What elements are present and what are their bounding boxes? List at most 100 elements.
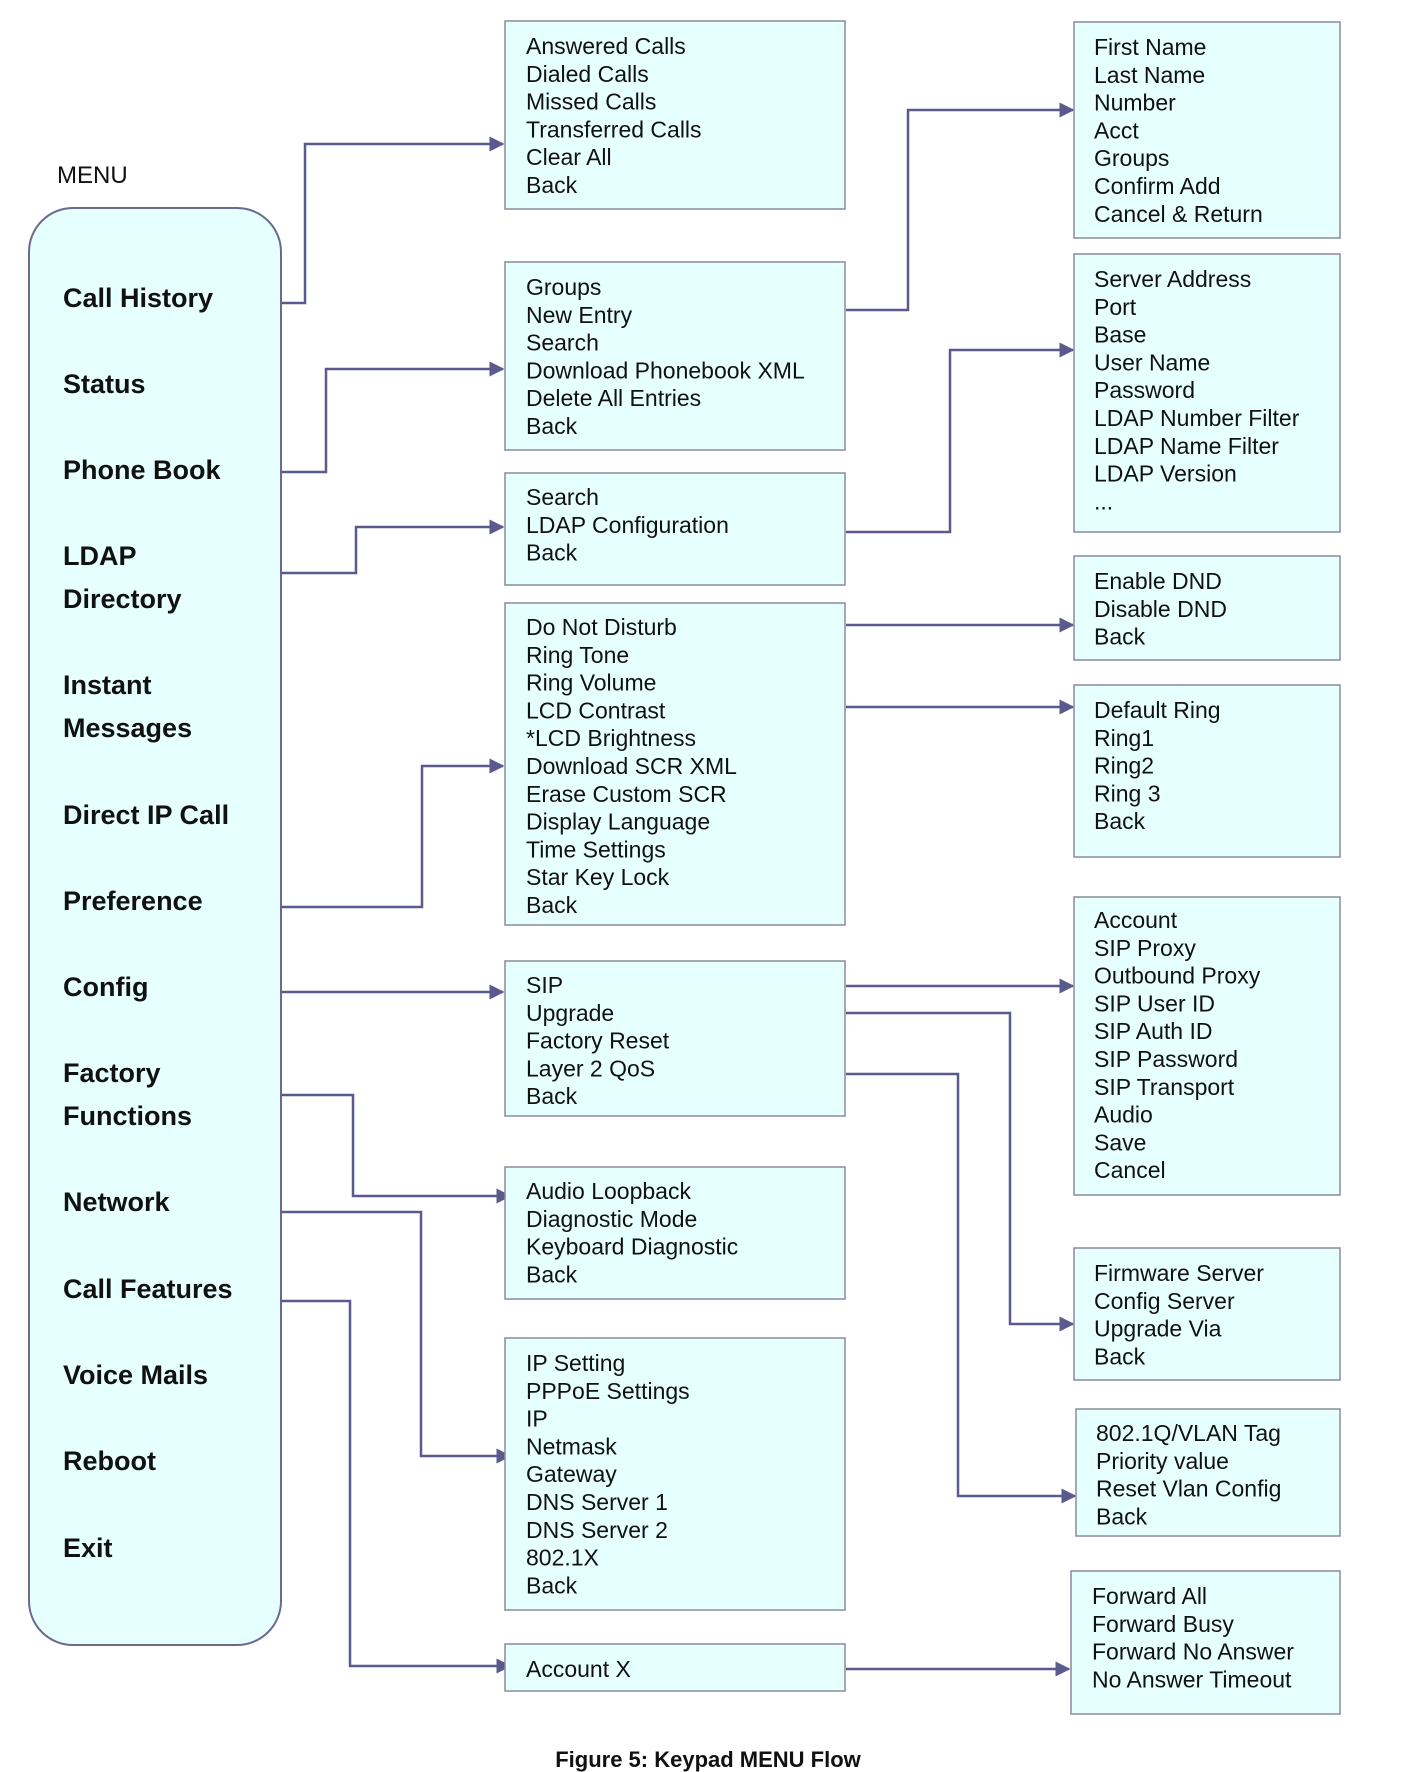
submenu-item[interactable]: Back — [1094, 808, 1146, 834]
submenu-item[interactable]: SIP Transport — [1094, 1074, 1235, 1100]
submenu-item[interactable]: Back — [526, 1083, 578, 1109]
submenu-item[interactable]: Clear All — [526, 144, 612, 170]
submenu-item[interactable]: Dialed Calls — [526, 61, 649, 87]
menu-item-preference[interactable]: Preference — [63, 886, 203, 916]
submenu-item[interactable]: SIP User ID — [1094, 990, 1215, 1016]
submenu-item[interactable]: SIP Proxy — [1094, 935, 1196, 961]
submenu-item[interactable]: First Name — [1094, 34, 1206, 60]
submenu-item[interactable]: Download SCR XML — [526, 753, 737, 779]
submenu-item[interactable]: Forward All — [1092, 1583, 1207, 1609]
submenu-item[interactable]: Confirm Add — [1094, 173, 1221, 199]
submenu-item[interactable]: Upgrade Via — [1094, 1316, 1222, 1342]
submenu-item[interactable]: DNS Server 1 — [526, 1489, 668, 1515]
submenu-item[interactable]: Search — [526, 484, 599, 510]
submenu-item[interactable]: Default Ring — [1094, 697, 1221, 723]
submenu-item[interactable]: Ring 3 — [1094, 780, 1160, 806]
submenu-item[interactable]: SIP — [526, 972, 563, 998]
menu-item-voice-mails[interactable]: Voice Mails — [63, 1360, 208, 1390]
submenu-item[interactable]: Audio Loopback — [526, 1178, 691, 1204]
submenu-item[interactable]: Answered Calls — [526, 33, 686, 59]
submenu-item[interactable]: Base — [1094, 322, 1146, 348]
menu-item-call-history[interactable]: Call History — [63, 283, 213, 313]
submenu-item[interactable]: Upgrade — [526, 1000, 614, 1026]
menu-item-exit[interactable]: Exit — [63, 1533, 113, 1563]
submenu-item[interactable]: LDAP Name Filter — [1094, 433, 1279, 459]
submenu-item[interactable]: Missed Calls — [526, 89, 656, 115]
submenu-item[interactable]: Delete All Entries — [526, 385, 701, 411]
submenu-item[interactable]: Do Not Disturb — [526, 614, 677, 640]
submenu-item[interactable]: IP — [526, 1406, 548, 1432]
submenu-item[interactable]: Back — [526, 1261, 578, 1287]
submenu-item[interactable]: Display Language — [526, 809, 710, 835]
submenu-item[interactable]: SIP Password — [1094, 1046, 1238, 1072]
submenu-item[interactable]: Back — [1094, 624, 1146, 650]
submenu-item[interactable]: Reset Vlan Config — [1096, 1476, 1281, 1502]
submenu-item[interactable]: *LCD Brightness — [526, 725, 696, 751]
submenu-item[interactable]: ... — [1094, 488, 1113, 514]
submenu-item[interactable]: Forward Busy — [1092, 1611, 1234, 1637]
submenu-item[interactable]: User Name — [1094, 349, 1210, 375]
menu-item-phone-book[interactable]: Phone Book — [63, 455, 221, 485]
submenu-item[interactable]: LDAP Configuration — [526, 512, 729, 538]
submenu-item[interactable]: LDAP Version — [1094, 461, 1237, 487]
submenu-item[interactable]: Back — [1096, 1503, 1148, 1529]
submenu-item[interactable]: Outbound Proxy — [1094, 963, 1261, 989]
submenu-item[interactable]: Search — [526, 330, 599, 356]
submenu-item[interactable]: Transferred Calls — [526, 116, 702, 142]
submenu-item[interactable]: Acct — [1094, 117, 1139, 143]
menu-item-reboot[interactable]: Reboot — [63, 1446, 156, 1476]
submenu-item[interactable]: Number — [1094, 90, 1176, 116]
submenu-item[interactable]: PPPoE Settings — [526, 1378, 690, 1404]
submenu-item[interactable]: Erase Custom SCR — [526, 781, 727, 807]
submenu-item[interactable]: DNS Server 2 — [526, 1517, 668, 1543]
submenu-item[interactable]: Diagnostic Mode — [526, 1206, 697, 1232]
submenu-item[interactable]: Server Address — [1094, 266, 1251, 292]
submenu-item[interactable]: Port — [1094, 294, 1137, 320]
submenu-item[interactable]: Ring1 — [1094, 725, 1154, 751]
submenu-item[interactable]: Ring Tone — [526, 642, 629, 668]
submenu-item[interactable]: Enable DND — [1094, 568, 1222, 594]
submenu-item[interactable]: Back — [526, 1572, 578, 1598]
submenu-item[interactable]: Back — [526, 540, 578, 566]
submenu-item[interactable]: Cancel & Return — [1094, 201, 1263, 227]
submenu-item[interactable]: Ring Volume — [526, 670, 656, 696]
submenu-item[interactable]: Back — [526, 892, 578, 918]
submenu-item[interactable]: Config Server — [1094, 1288, 1235, 1314]
menu-item-config[interactable]: Config — [63, 972, 148, 1002]
menu-item-network[interactable]: Network — [63, 1187, 171, 1217]
submenu-item[interactable]: Download Phonebook XML — [526, 357, 805, 383]
menu-item-call-features[interactable]: Call Features — [63, 1274, 233, 1304]
submenu-item[interactable]: Keyboard Diagnostic — [526, 1234, 738, 1260]
submenu-item[interactable]: No Answer Timeout — [1092, 1666, 1292, 1692]
submenu-item[interactable]: Time Settings — [526, 836, 666, 862]
submenu-item[interactable]: New Entry — [526, 302, 633, 328]
submenu-item[interactable]: Groups — [526, 274, 601, 300]
submenu-item[interactable]: Netmask — [526, 1433, 617, 1459]
submenu-item[interactable]: Account X — [526, 1656, 631, 1682]
submenu-item[interactable]: 802.1X — [526, 1545, 599, 1571]
submenu-item[interactable]: Back — [1094, 1343, 1146, 1369]
submenu-item[interactable]: 802.1Q/VLAN Tag — [1096, 1420, 1281, 1446]
submenu-item[interactable]: Gateway — [526, 1461, 617, 1487]
submenu-item[interactable]: Firmware Server — [1094, 1260, 1264, 1286]
submenu-item[interactable]: LDAP Number Filter — [1094, 405, 1300, 431]
submenu-item[interactable]: IP Setting — [526, 1350, 625, 1376]
submenu-item[interactable]: Cancel — [1094, 1157, 1166, 1183]
submenu-item[interactable]: Priority value — [1096, 1448, 1229, 1474]
submenu-item[interactable]: Back — [526, 413, 578, 439]
submenu-item[interactable]: Ring2 — [1094, 753, 1154, 779]
submenu-item[interactable]: Forward No Answer — [1092, 1639, 1294, 1665]
submenu-item[interactable]: Star Key Lock — [526, 864, 670, 890]
submenu-item[interactable]: SIP Auth ID — [1094, 1018, 1212, 1044]
submenu-item[interactable]: Audio — [1094, 1102, 1153, 1128]
submenu-item[interactable]: Back — [526, 172, 578, 198]
submenu-item[interactable]: Groups — [1094, 145, 1169, 171]
submenu-item[interactable]: Password — [1094, 377, 1195, 403]
menu-item-direct-ip-call[interactable]: Direct IP Call — [63, 800, 229, 830]
submenu-item[interactable]: Factory Reset — [526, 1028, 670, 1054]
submenu-item[interactable]: Last Name — [1094, 62, 1205, 88]
submenu-item[interactable]: LCD Contrast — [526, 697, 666, 723]
